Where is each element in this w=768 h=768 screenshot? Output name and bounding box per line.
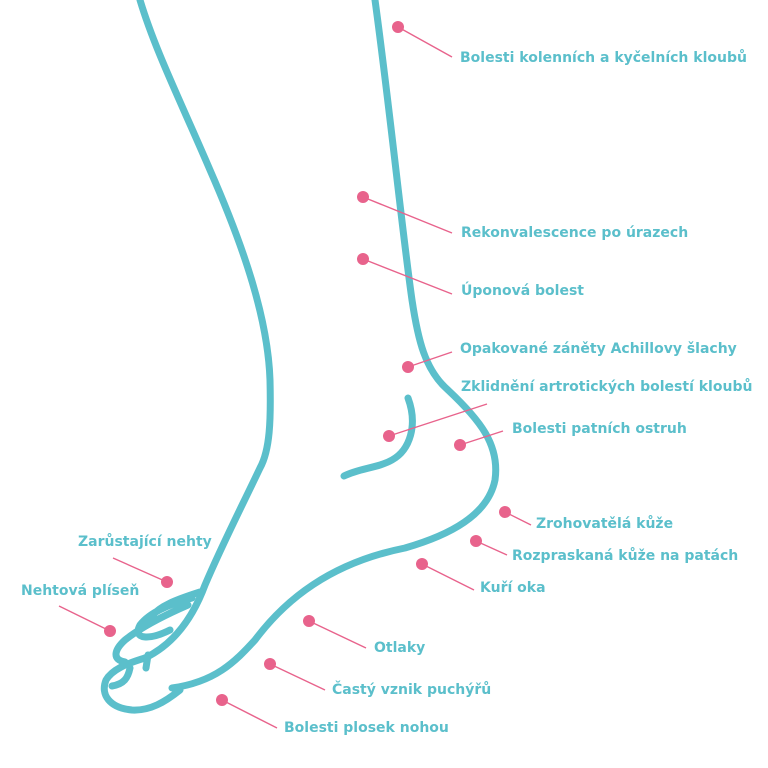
marker-dot-arthritis xyxy=(383,430,395,442)
leader-line-knee-hip xyxy=(397,26,453,58)
leader-line-nail-fungus xyxy=(58,605,111,632)
label-ingrown-nails: Zarůstající nehty xyxy=(78,534,212,550)
leader-line-sole-pain xyxy=(221,699,278,729)
leader-line-pressure-sores xyxy=(308,620,367,649)
leader-line-heel-spur xyxy=(459,430,504,446)
marker-dot-cracked-heels xyxy=(470,535,482,547)
label-calloused-skin: Zrohovatělá kůže xyxy=(536,516,674,532)
label-sole-pain: Bolesti plosek nohou xyxy=(284,720,449,736)
marker-dot-heel-spur xyxy=(454,439,466,451)
marker-dot-knee-hip xyxy=(392,21,404,33)
label-heel-spur: Bolesti patních ostruh xyxy=(512,421,687,437)
label-pressure-sores: Otlaky xyxy=(374,640,426,656)
marker-dot-ingrown-nails xyxy=(161,576,173,588)
marker-dot-blisters xyxy=(264,658,276,670)
leader-line-arthritis xyxy=(388,403,488,437)
marker-dot-tendon-pain xyxy=(357,253,369,265)
toe-outline xyxy=(100,654,184,714)
leader-line-ingrown-nails xyxy=(112,557,168,583)
label-tendon-pain: Úponová bolest xyxy=(461,283,584,299)
leader-line-blisters xyxy=(269,663,326,691)
marker-dot-sole-pain xyxy=(216,694,228,706)
label-corns: Kuří oka xyxy=(480,580,546,596)
marker-dot-achilles xyxy=(402,361,414,373)
marker-dot-convalescence xyxy=(357,191,369,203)
toe-nail-lines xyxy=(108,651,152,690)
label-convalescence: Rekonvalescence po úrazech xyxy=(461,225,689,241)
leader-line-corns xyxy=(421,563,475,591)
marker-dot-nail-fungus xyxy=(104,625,116,637)
leg-front-instep-outline xyxy=(136,0,274,662)
label-blisters: Častý vznik puchýřů xyxy=(332,682,492,698)
marker-dot-corns xyxy=(416,558,428,570)
marker-dot-pressure-sores xyxy=(303,615,315,627)
marker-dot-calloused-skin xyxy=(499,506,511,518)
label-cracked-heels: Rozpraskaná kůže na patách xyxy=(512,548,739,564)
toe-knuckles xyxy=(112,588,204,666)
label-knee-hip: Bolesti kolenních a kyčelních kloubů xyxy=(460,50,747,66)
ankle-bone-outline xyxy=(340,394,416,480)
label-achilles: Opakované záněty Achillovy šlachy xyxy=(460,341,737,357)
leg-back-heel-outline xyxy=(168,0,500,692)
leader-line-tendon-pain xyxy=(362,258,453,295)
label-nail-fungus: Nehtová plíseň xyxy=(21,583,140,599)
leader-line-convalescence xyxy=(362,196,453,234)
label-arthritis: Zklidnění artrotických bolestí kloubů xyxy=(461,379,753,395)
leader-line-achilles xyxy=(407,351,453,368)
